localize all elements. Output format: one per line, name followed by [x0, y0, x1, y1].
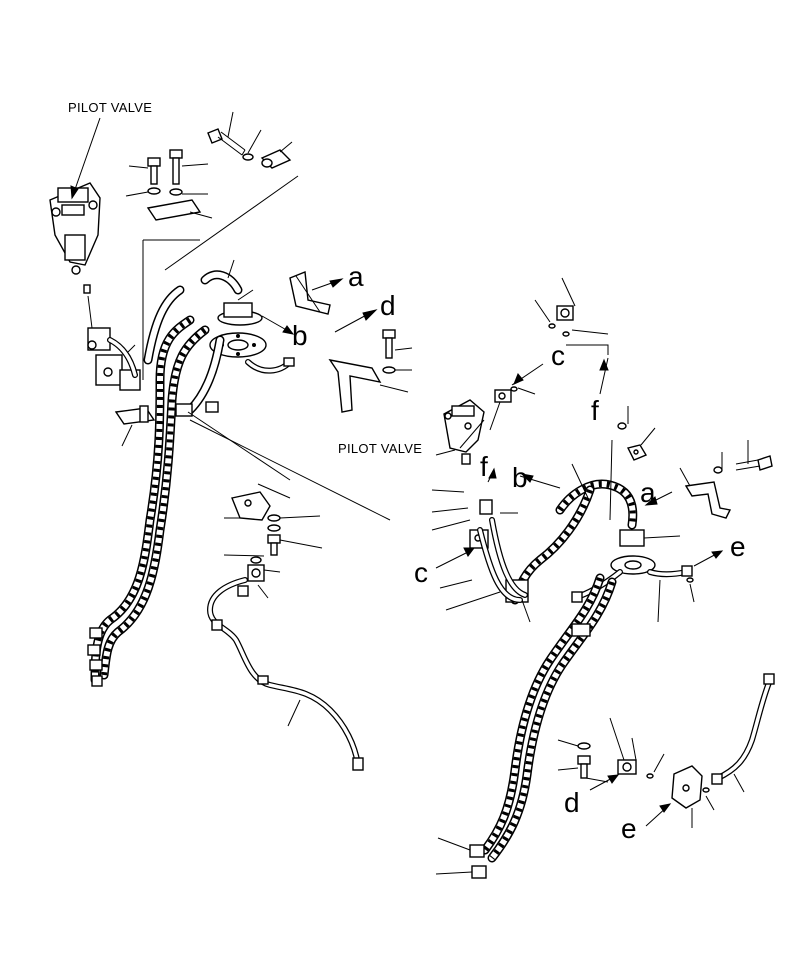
arrow-head [513, 373, 524, 385]
fitting-right [494, 389, 512, 403]
connector-block-left [87, 295, 141, 391]
washer [617, 422, 627, 430]
bolt-small [139, 405, 149, 423]
hose-ends-left [87, 627, 103, 687]
o-ring [562, 331, 570, 337]
connector-label-b-right: b [512, 462, 528, 493]
connector-label-c-right: c [414, 557, 428, 588]
pilot-valve-left [49, 182, 101, 294]
bolt-d [382, 329, 396, 374]
arrow-head [329, 278, 344, 288]
hose-fitting [283, 357, 295, 367]
o-ring [548, 323, 556, 329]
arrow-head [282, 325, 295, 335]
clamp [205, 401, 219, 413]
o-ring [646, 773, 654, 779]
elbow-left [247, 564, 265, 582]
arrow-head [599, 358, 609, 371]
hose-bundle-left [90, 285, 225, 685]
washer [267, 524, 281, 532]
pilot-valve-label-left: PILOT VALVE [68, 100, 152, 115]
bracket-a-right [684, 481, 732, 519]
bolt-center [267, 534, 281, 556]
bracket [146, 199, 202, 221]
washer [242, 153, 254, 161]
elbow-fitting [200, 270, 263, 326]
arrow-head [362, 309, 378, 321]
hose-bundle-right-lower [480, 573, 617, 863]
nut-right [626, 444, 648, 461]
clamp [175, 403, 193, 417]
bolt-lower-right [577, 755, 591, 779]
hose-right-e [647, 565, 693, 578]
hose-lower-right [711, 673, 775, 785]
connector-label-a: a [348, 261, 364, 292]
connector-label-f: f [591, 395, 599, 426]
arrow-head [488, 467, 497, 479]
washer [577, 742, 591, 750]
pilot-valve-label-right: PILOT VALVE [338, 441, 422, 456]
bolt-pair [147, 149, 183, 196]
washer [250, 556, 262, 564]
bolt-top [207, 128, 246, 156]
connector-label-a-right: a [640, 477, 656, 508]
bracket-center [231, 491, 271, 521]
connector-label-e: e [730, 531, 746, 562]
hose-center [206, 577, 364, 771]
connector-label-e-lower: e [621, 813, 637, 844]
arrow-head [711, 550, 724, 559]
bracket-a-left [289, 271, 331, 315]
washer [267, 514, 281, 522]
hose-bundle-right-mid [477, 517, 528, 603]
leader-line [71, 117, 101, 199]
elbow-right-top [556, 305, 574, 321]
o-ring [702, 787, 710, 793]
elbow-lower-right [617, 759, 637, 775]
connector-label-d: d [380, 290, 396, 321]
washer [713, 466, 723, 474]
connector-label-d-lower: d [564, 787, 580, 818]
o-ring [686, 577, 694, 583]
bolt-right [735, 455, 773, 471]
o-ring [510, 386, 518, 392]
pilot-valve-right [443, 399, 485, 465]
bracket-lower-right [671, 765, 703, 809]
connector-label-c: c [551, 340, 565, 371]
clamp-right [610, 529, 656, 575]
arrow-head [644, 496, 658, 506]
arrow-head [463, 547, 475, 557]
arrow-head [607, 774, 620, 784]
connector-label-b: b [292, 320, 308, 351]
arrow-head [70, 185, 79, 200]
connector-label-f-right: f [480, 451, 488, 482]
bracket-d [328, 359, 382, 413]
arrow-head [659, 803, 672, 813]
collar [260, 149, 292, 169]
arrow-head [520, 473, 534, 483]
hose-ends-right [469, 844, 487, 879]
